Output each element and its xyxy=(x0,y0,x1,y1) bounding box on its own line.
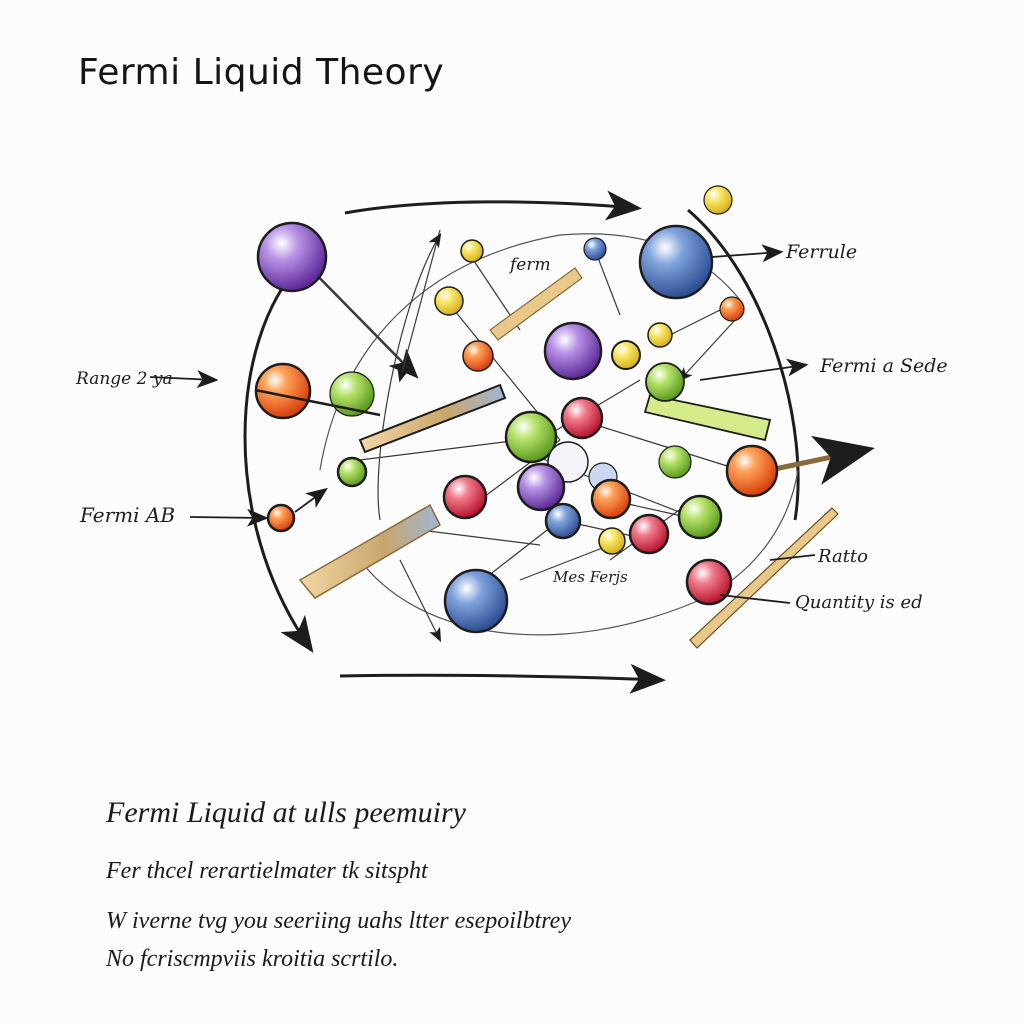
particles xyxy=(254,185,779,634)
bottom-arrow xyxy=(339,663,666,694)
particle-green-ring xyxy=(336,456,368,488)
right-arc xyxy=(687,208,800,521)
label-right-lower: Ratto xyxy=(817,546,868,567)
notes-line-3: No fcriscmpviis kroitia scrtilo. xyxy=(106,946,399,972)
beam-lower-left xyxy=(298,503,441,599)
label-right-upper: Fermi a Sede xyxy=(819,355,948,377)
particle-green-right xyxy=(645,362,685,402)
particle-yellow-small xyxy=(611,340,641,370)
label-left-upper: Range 2 ya xyxy=(75,369,173,389)
particle-yellow xyxy=(703,185,733,215)
interaction-lines xyxy=(299,229,741,643)
beam-center-left xyxy=(358,383,507,454)
particle-purple-large xyxy=(256,221,328,293)
notes-line-2: W iverne tvg you seeriing uahs ltter ese… xyxy=(106,908,571,934)
particle-small-blue xyxy=(583,237,607,261)
particle-purple-center xyxy=(543,321,603,381)
particle-green-mid-right xyxy=(677,494,723,540)
beam-right-arrow xyxy=(769,435,875,485)
particle-green-left xyxy=(329,371,375,417)
beam-lower-right xyxy=(689,507,839,649)
particle-blue-small xyxy=(544,502,582,540)
notes-heading: Fermi Liquid at ulls peemuiry xyxy=(106,796,466,829)
left-arc xyxy=(243,263,314,653)
particle-orange-mid xyxy=(590,478,632,520)
particle-yellow-green xyxy=(460,239,484,263)
particle-red-mid xyxy=(628,513,670,555)
particle-orange-right xyxy=(725,444,779,498)
label-center-top: ferm xyxy=(508,255,551,275)
label-left-lower: Fermi AB xyxy=(79,503,175,527)
label-top-right: Ferrule xyxy=(785,241,857,263)
diagram-labels: Ferrule ferm Range 2 ya Fermi a Sede Fer… xyxy=(75,241,948,613)
pencil-beams xyxy=(298,267,875,649)
particle-orange-small-left xyxy=(266,503,296,533)
particle-red-center xyxy=(560,396,604,440)
particle-purple-mid xyxy=(516,462,566,512)
particle-blue-large xyxy=(638,224,714,300)
particle-orange-center xyxy=(462,340,494,372)
particle-yellow-low xyxy=(598,527,626,555)
top-arrow xyxy=(344,190,642,221)
beam-top xyxy=(489,267,583,341)
particle-yellow-green-2 xyxy=(434,286,464,316)
particle-blue-low xyxy=(443,568,509,634)
page-title: Fermi Liquid Theory xyxy=(78,52,445,93)
outer-arcs xyxy=(243,190,800,694)
notes-line-1: Fer thcel rerartielmater tk sitspht xyxy=(106,858,428,884)
inner-bottom-arc xyxy=(359,469,799,636)
particle-red-left xyxy=(442,474,488,520)
particle-green-mid xyxy=(658,445,692,479)
particle-orange-small xyxy=(719,296,745,322)
particle-green-center xyxy=(504,410,558,464)
particle-yellow-small-2 xyxy=(647,322,673,348)
beam-right xyxy=(643,393,772,442)
label-pointers xyxy=(149,244,816,604)
particle-red-low xyxy=(685,558,733,606)
label-bottom-center: Mes Ferjs xyxy=(552,568,628,586)
label-bottom-right: Quantity is ed xyxy=(795,592,923,613)
